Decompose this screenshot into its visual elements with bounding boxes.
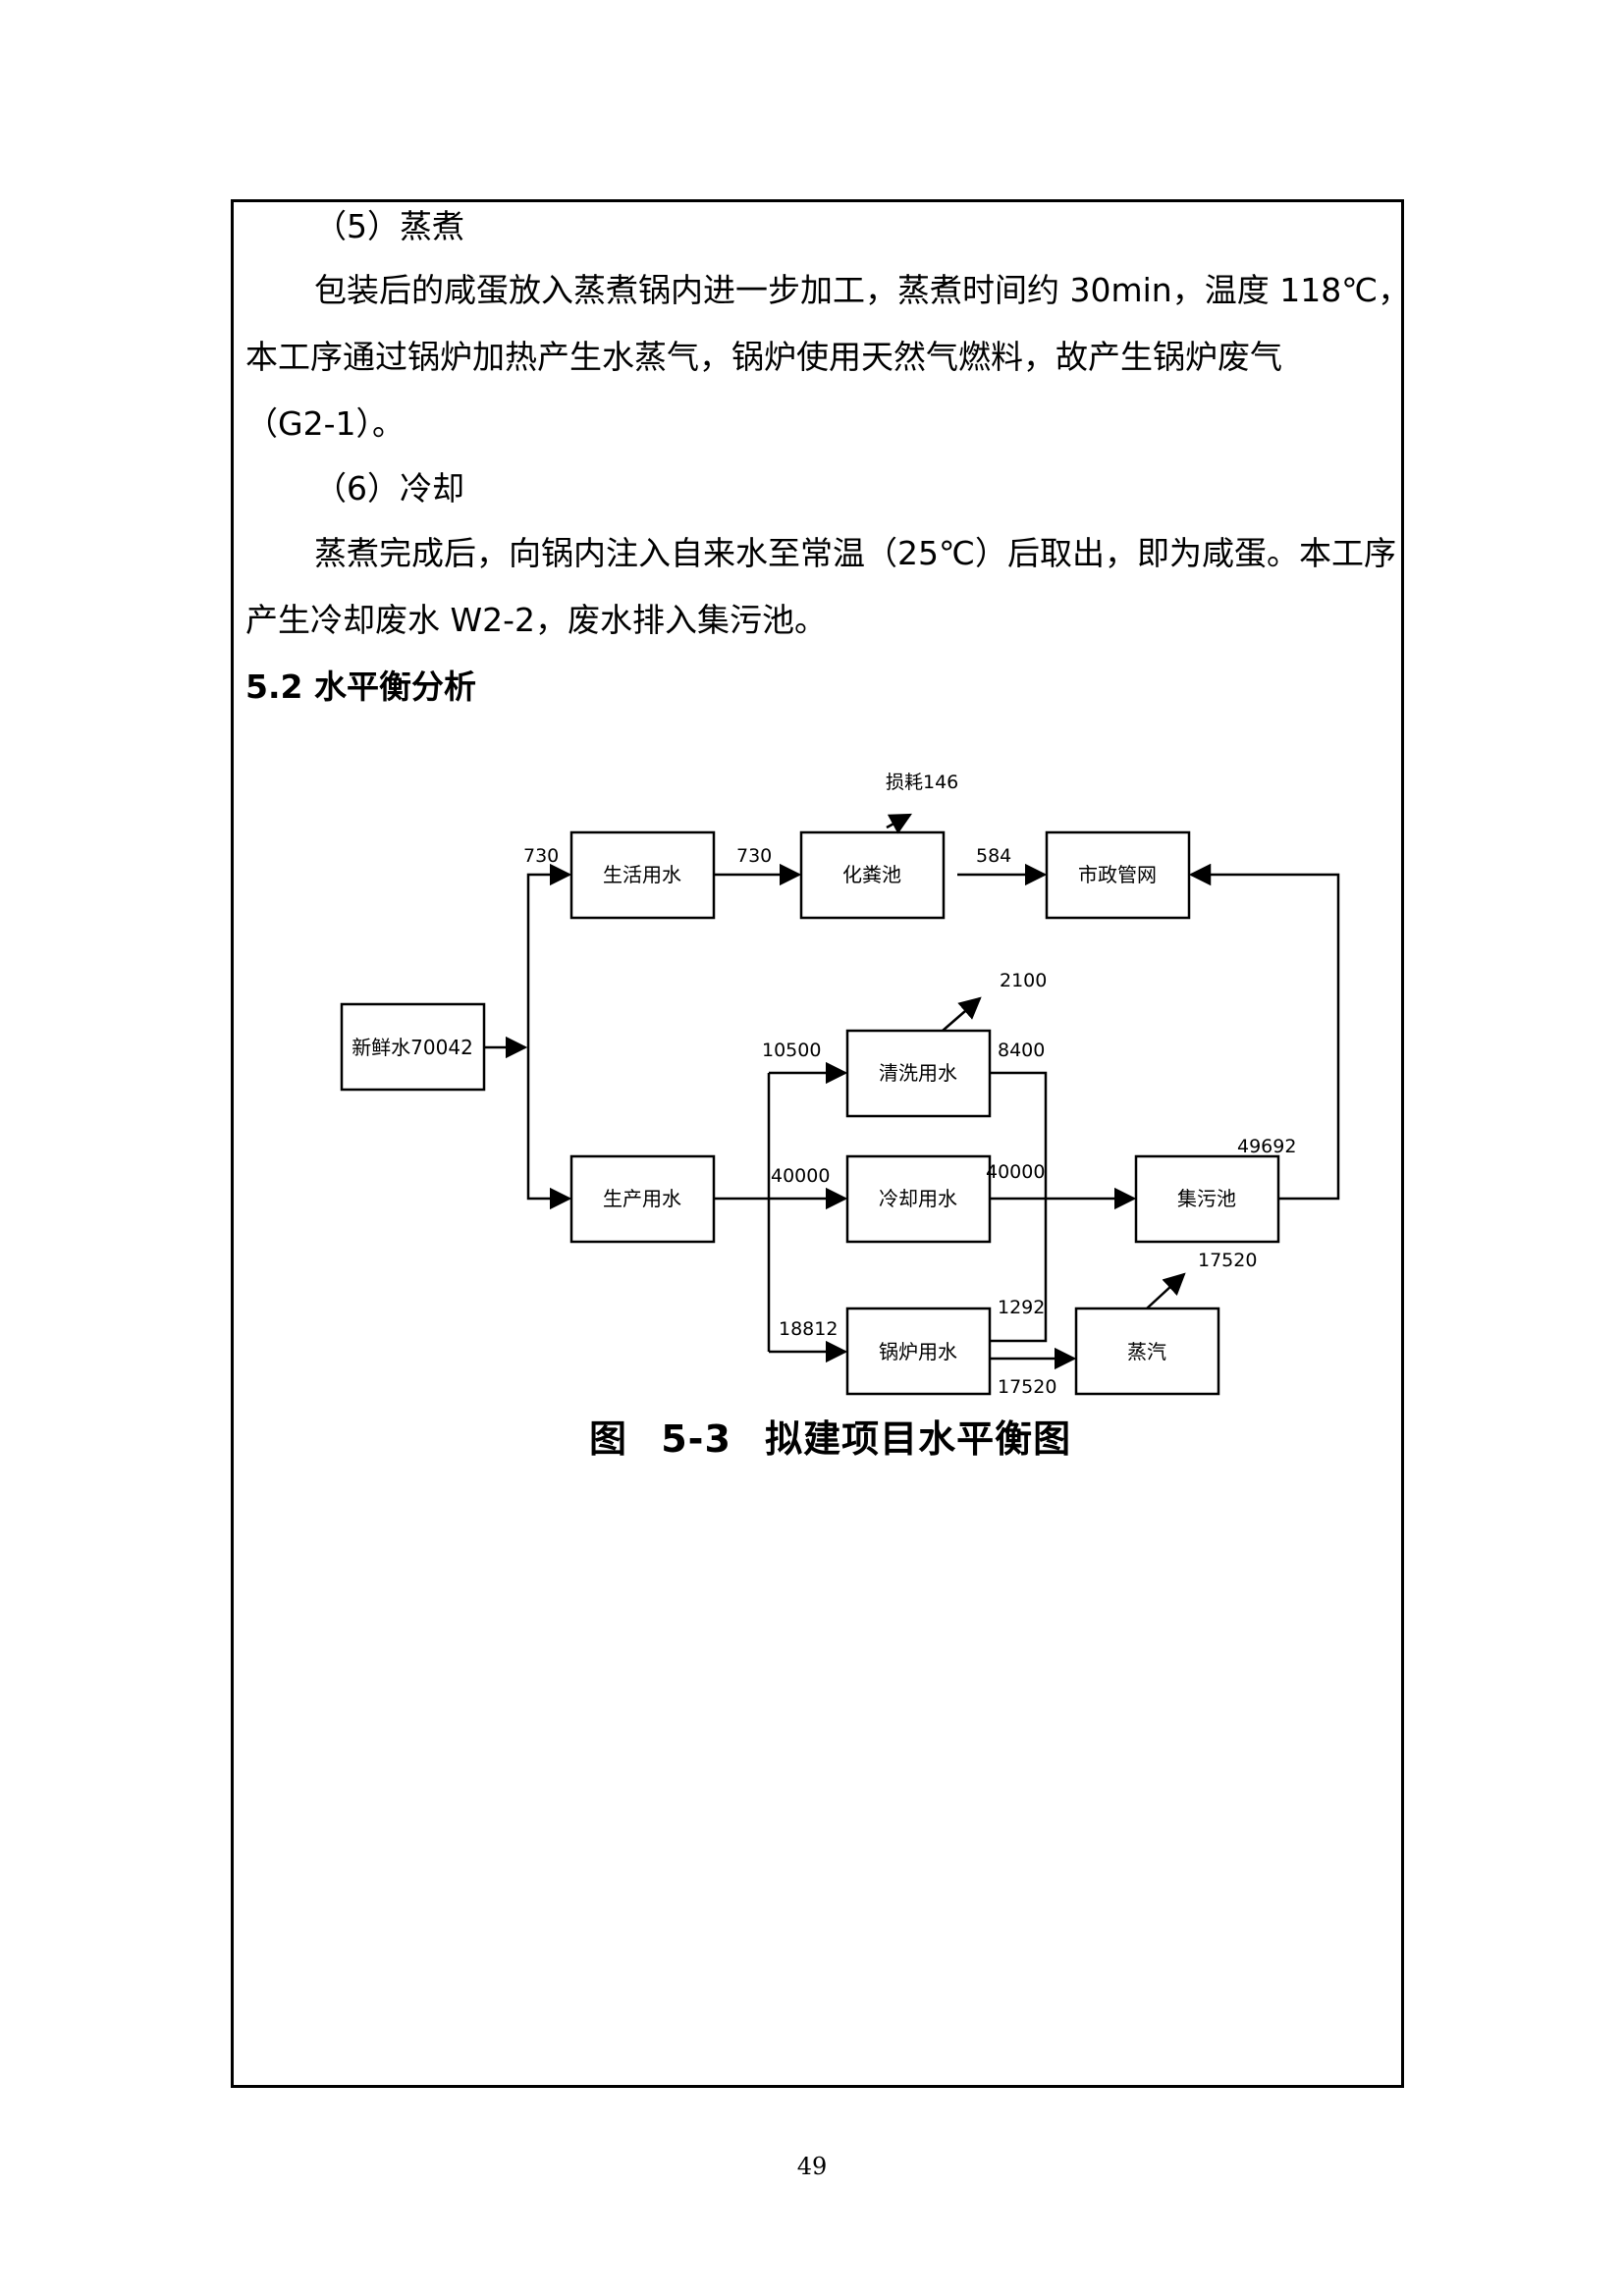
label-to-domestic: 730 (523, 845, 559, 867)
arrow-collection-to-sewer (1188, 863, 1340, 1201)
node-municipal-sewer: 市政管网 (1078, 863, 1157, 886)
label-septic-to-sewer: 584 (976, 845, 1011, 867)
label-to-cleaning: 10500 (762, 1040, 821, 1061)
arrow-to-production (526, 1047, 572, 1210)
heading-steaming: （5）蒸煮 (314, 207, 464, 245)
label-cleaning-out: 8400 (998, 1040, 1045, 1061)
label-to-boiler: 18812 (779, 1318, 838, 1340)
steaming-para-line-3: （G2-1）。 (245, 404, 405, 443)
node-cooling-water: 冷却用水 (879, 1187, 957, 1210)
label-cooling-out: 40000 (986, 1161, 1045, 1183)
arrow-steam-out (1146, 1272, 1186, 1309)
page-number: 49 (796, 2153, 828, 2180)
fresh-water-box (340, 1002, 486, 1092)
label-to-cooling: 40000 (771, 1165, 830, 1187)
steaming-para-line-1: 包装后的咸蛋放入蒸煮锅内进一步加工，蒸煮时间约 30min，温度 118℃， (314, 271, 1411, 309)
heading-cooling: （6）冷却 (314, 469, 464, 507)
node-fresh-water: 新鲜水70042 (352, 1036, 473, 1059)
node-domestic-water: 生活用水 (603, 863, 681, 886)
label-boiler-to-steam: 17520 (998, 1376, 1056, 1398)
node-septic-tank: 化粪池 (842, 863, 901, 886)
line-cleaning-out (990, 1071, 1048, 1343)
cooling-para-line-2: 产生冷却废水 W2-2，废水排入集污池。 (245, 601, 828, 639)
node-collection-tank: 集污池 (1177, 1187, 1236, 1210)
label-cleaning-loss: 2100 (1000, 970, 1047, 991)
steam-box (1074, 1307, 1220, 1396)
section-title: 5.2 水平衡分析 (245, 667, 476, 706)
septic-tank-box (799, 830, 946, 920)
arrow-septic-loss (886, 813, 912, 834)
cooling-para-line-1: 蒸煮完成后，向锅内注入自来水至常温（25℃）后取出，即为咸蛋。本工序 (314, 534, 1397, 572)
node-boiler-water: 锅炉用水 (879, 1340, 957, 1363)
boiler-water-box (845, 1307, 992, 1396)
label-collection-to-sewer: 49692 (1237, 1136, 1296, 1157)
arrow-to-domestic (526, 863, 572, 1047)
node-production-water: 生产用水 (603, 1187, 681, 1210)
node-cleaning-water: 清洗用水 (879, 1061, 957, 1085)
figure-caption: 图 5-3 拟建项目水平衡图 (589, 1417, 1072, 1461)
arrow-cleaning-loss (942, 996, 982, 1032)
steaming-para-line-2: 本工序通过锅炉加热产生水蒸气，锅炉使用天然气燃料，故产生锅炉废气 (245, 338, 1282, 376)
domestic-water-box (569, 830, 716, 920)
label-boiler-discharge: 1292 (998, 1297, 1045, 1318)
node-steam: 蒸汽 (1127, 1340, 1166, 1363)
water-balance-diagram: 新鲜水70042 生活用水 化粪池 市政管网 生产用水 清洗用水 冷却用水 集污… (340, 772, 1340, 1398)
label-septic-loss: 损耗146 (886, 772, 958, 793)
label-domestic-to-septic: 730 (736, 845, 772, 867)
label-steam-out: 17520 (1198, 1250, 1257, 1271)
content-frame (231, 199, 1404, 2088)
